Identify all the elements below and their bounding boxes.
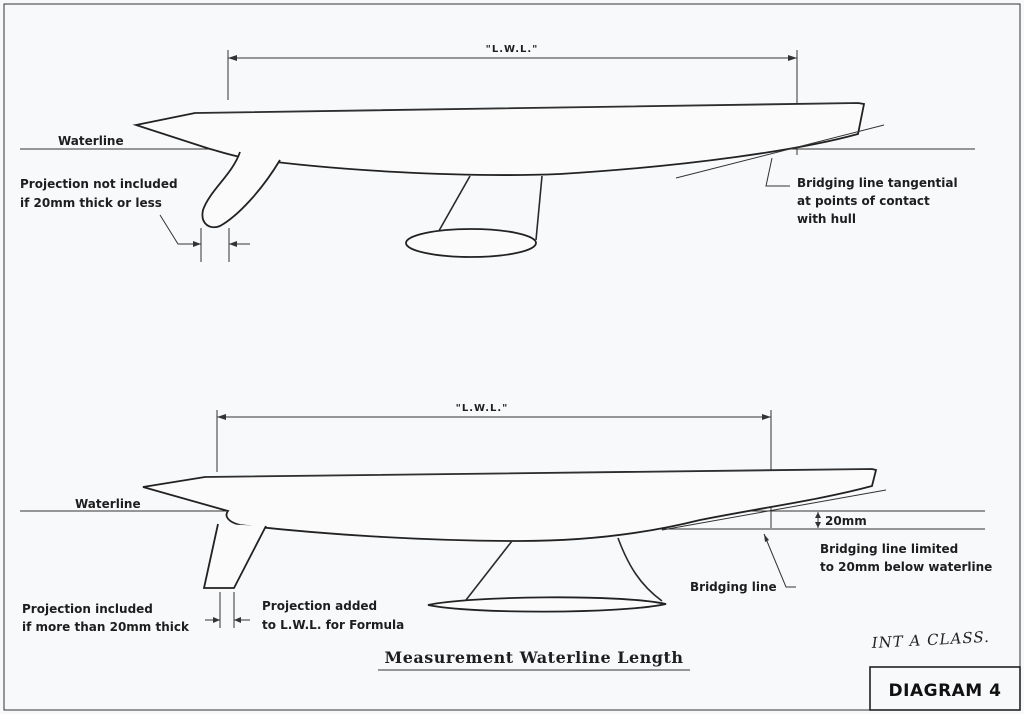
top-bridging-line — [675, 124, 885, 179]
bottom-depth-label: 20mm — [825, 514, 867, 528]
top-keel-bulb — [405, 228, 537, 258]
top-projection-note-2: if 20mm thick or less — [20, 196, 162, 210]
bottom-keel-back-edge — [617, 537, 663, 602]
bottom-projection-included-note-1: Projection included — [22, 602, 153, 616]
bottom-projection-added-note-2: to L.W.L. for Formula — [262, 618, 404, 632]
bottom-proj-arrow-left — [213, 617, 220, 623]
top-lwl-label: "L.W.L." — [486, 44, 539, 55]
diagram-number: DIAGRAM 4 — [889, 681, 1002, 701]
bottom-projection-included-note-2: if more than 20mm thick — [22, 620, 190, 634]
bottom-proj-arrow-right — [234, 617, 241, 623]
bottom-bridging-limit-note-2: to 20mm below waterline — [820, 560, 992, 574]
bottom-rudder — [202, 523, 267, 589]
top-bridging-note-2: at points of contact — [797, 194, 930, 208]
top-proj-arrow-right — [229, 241, 237, 247]
top-keel-back-edge — [535, 175, 543, 241]
top-proj-arrow-left — [193, 241, 201, 247]
bottom-bridging-line — [661, 489, 887, 531]
diagram-caption: Measurement Waterline Length — [385, 648, 684, 667]
bottom-bridging-leader — [763, 533, 796, 588]
bottom-bridging-leader-arrow — [764, 534, 769, 542]
bottom-bridging-limit-note-1: Bridging line limited — [820, 542, 958, 556]
top-lwl-arrow-right — [788, 55, 797, 61]
top-bridging-leader — [765, 157, 790, 187]
bottom-deck-line — [204, 468, 873, 478]
bottom-keel-front-edge — [465, 540, 513, 601]
bottom-lwl-label: "L.W.L." — [456, 403, 509, 414]
top-waterline-label: Waterline — [58, 134, 124, 148]
top-rudder — [201, 151, 281, 229]
top-proj-leader — [159, 214, 184, 245]
bottom-depth-arrow-bottom — [815, 522, 821, 528]
bottom-boat-figure: "L.W.L." Waterline 20mm Bridging line li… — [20, 403, 992, 634]
bottom-bridging-line-label: Bridging line — [690, 580, 777, 594]
bottom-lwl-arrow-right — [762, 414, 771, 420]
bottom-depth-arrow-top — [815, 512, 821, 518]
top-bridging-note-3: with hull — [797, 212, 856, 226]
bottom-keel-bulb — [427, 596, 667, 613]
top-projection-note-1: Projection not included — [20, 177, 178, 191]
bottom-waterline-label: Waterline — [75, 497, 141, 511]
top-deck-line — [194, 102, 859, 114]
top-boat-figure: "L.W.L." Waterline Projection not includ… — [20, 44, 975, 262]
page-border — [3, 3, 1021, 711]
top-bridging-note-1: Bridging line tangential — [797, 176, 958, 190]
top-keel-front-edge — [435, 175, 471, 237]
handwritten-class-note: INT A CLASS. — [870, 628, 990, 652]
diagram-number-box — [869, 666, 1021, 711]
bottom-projection-added-note-1: Projection added — [262, 599, 377, 613]
bottom-lwl-arrow-left — [217, 414, 226, 420]
top-lwl-arrow-left — [228, 55, 237, 61]
